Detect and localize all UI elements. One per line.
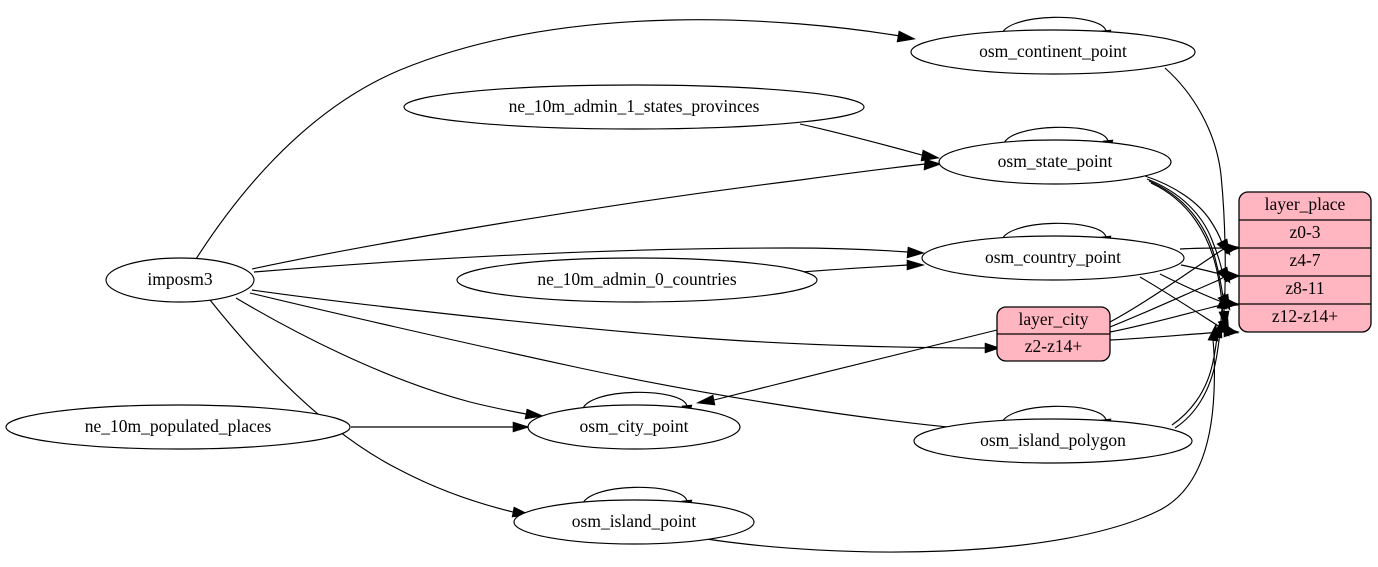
node-label-osm-island-point: osm_island_point xyxy=(572,511,697,531)
record-row-layer-place-z4-7[interactable]: z4-7 xyxy=(1289,250,1320,270)
node-ne-10m-admin-1-states-provinces[interactable]: ne_10m_admin_1_states_provinces xyxy=(403,84,865,130)
edge-osm-country-point-to-layer-place-z12 xyxy=(1139,276,1221,328)
node-label-ne-10m-admin-1-states-provinces: ne_10m_admin_1_states_provinces xyxy=(509,96,760,116)
arrowhead xyxy=(1221,272,1240,283)
arrowhead xyxy=(1207,322,1219,342)
node-label-osm-state-point: osm_state_point xyxy=(998,151,1113,171)
node-shape-osm-continent-point[interactable] xyxy=(910,29,1196,75)
node-label-osm-country-point: osm_country_point xyxy=(985,247,1121,267)
record-row-layer-city-z2-z14[interactable]: z2-z14+ xyxy=(1025,336,1083,356)
node-shape-osm-city-point[interactable] xyxy=(527,404,741,450)
edge-self-loop-osm-city-point xyxy=(581,391,688,412)
node-shape-osm-island-polygon[interactable] xyxy=(913,418,1193,464)
arrowhead xyxy=(1220,244,1240,255)
node-ne-10m-admin-0-countries[interactable]: ne_10m_admin_0_countries xyxy=(456,257,818,303)
node-shape-ne-10m-admin-0-countries[interactable] xyxy=(456,257,818,303)
node-label-imposm3: imposm3 xyxy=(147,269,212,289)
edge-osm-country-point-to-layer-place-z4-7 xyxy=(1180,264,1225,276)
node-label-osm-city-point: osm_city_point xyxy=(580,416,689,436)
arrowhead xyxy=(906,259,926,271)
arrowhead xyxy=(920,149,940,162)
edge-ne-states-provinces-to-osm-state-point xyxy=(799,123,923,156)
record-row-layer-city-header: layer_city xyxy=(1019,309,1089,329)
edge-imposm3-to-osm-state-point xyxy=(251,163,926,270)
edge-imposm3-to-osm-continent-point xyxy=(195,19,901,260)
record-row-layer-place-z8-11[interactable]: z8-11 xyxy=(1285,278,1324,298)
record-row-layer-place-z12-z14[interactable]: z12-z14+ xyxy=(1272,306,1338,326)
node-shape-osm-country-point[interactable] xyxy=(921,235,1185,281)
node-label-osm-island-polygon: osm_island_polygon xyxy=(980,430,1126,450)
node-osm-island-polygon[interactable]: osm_island_polygon xyxy=(913,418,1193,464)
edge-imposm3-to-osm-city-point xyxy=(235,297,527,415)
edge-osm-state-point-to-layer-place-z8-11 xyxy=(1148,180,1224,298)
record-row-layer-place-header: layer_place xyxy=(1265,194,1346,214)
node-shape-imposm3[interactable] xyxy=(105,257,255,303)
edge-layer-city-to-layer-place-z0-3 xyxy=(1109,248,1225,323)
record-node-layer-place[interactable]: layer_place z0-3 z4-7 z8-11 z12-z14+ xyxy=(1238,191,1372,333)
node-label-ne-10m-admin-0-countries: ne_10m_admin_0_countries xyxy=(537,269,736,289)
edge-layer-city-to-layer-place-z12 xyxy=(1109,331,1225,341)
arrowhead xyxy=(984,342,1001,354)
edge-self-loop-osm-country-point xyxy=(1000,222,1107,243)
edge-osm-continent-point-to-layer-place-z12 xyxy=(1164,67,1226,313)
node-imposm3[interactable]: imposm3 xyxy=(105,257,255,303)
arrowhead xyxy=(906,246,925,259)
edge-osm-country-point-to-layer-place-z0-3 xyxy=(1179,247,1226,250)
edge-self-loop-osm-island-polygon xyxy=(1000,405,1107,426)
node-osm-city-point[interactable]: osm_city_point xyxy=(527,404,741,450)
node-ne-10m-populated-places[interactable]: ne_10m_populated_places xyxy=(5,404,351,450)
record-row-layer-place-z0-3[interactable]: z0-3 xyxy=(1289,222,1320,242)
edge-osm-state-point-to-layer-place-z4-7 xyxy=(1146,178,1223,272)
node-layer: imposm3 ne_10m_admin_1_states_provinces … xyxy=(5,29,1196,545)
edge-layer-city-to-layer-place-z4-7 xyxy=(1109,276,1225,328)
node-shape-osm-state-point[interactable] xyxy=(938,139,1172,185)
edge-ne-admin-0-countries-to-osm-country-point xyxy=(801,264,909,273)
edge-osm-country-point-to-layer-place-z8-11 xyxy=(1159,273,1223,303)
node-shape-ne-10m-populated-places[interactable] xyxy=(5,404,351,450)
arrowhead xyxy=(923,158,942,171)
edge-layer-city-to-osm-city-point xyxy=(713,329,998,401)
node-shape-osm-island-point[interactable] xyxy=(513,499,755,545)
arrowhead xyxy=(1216,290,1228,310)
arrowhead xyxy=(896,30,916,43)
edge-self-loop-osm-continent-point xyxy=(1000,16,1107,37)
arrowhead xyxy=(512,421,531,433)
edge-self-loop-osm-island-point xyxy=(581,486,688,507)
edge-imposm3-to-osm-island-point xyxy=(209,299,514,513)
node-osm-continent-point[interactable]: osm_continent_point xyxy=(910,29,1196,75)
edge-osm-island-polygon-to-layer-place-z12 xyxy=(1171,336,1218,426)
node-osm-state-point[interactable]: osm_state_point xyxy=(938,139,1172,185)
edge-imposm3-to-osm-island-polygon xyxy=(249,292,969,430)
node-osm-country-point[interactable]: osm_country_point xyxy=(921,235,1185,281)
node-label-osm-continent-point: osm_continent_point xyxy=(979,41,1127,61)
edge-osm-state-point-to-layer-place-z0-3 xyxy=(1144,175,1223,244)
record-node-layer-city[interactable]: layer_city z2-z14+ xyxy=(996,306,1111,362)
arrowhead xyxy=(695,394,716,406)
record-node-layer: layer_city z2-z14+ layer_place z0-3 z4-7… xyxy=(996,191,1372,362)
edge-layer xyxy=(195,16,1241,553)
edge-osm-island-point-to-layer-place-z12 xyxy=(699,339,1215,553)
arrowhead xyxy=(524,408,545,420)
edge-imposm3-to-layer-city xyxy=(251,289,986,349)
node-osm-island-point[interactable]: osm_island_point xyxy=(513,499,755,545)
node-label-ne-10m-populated-places: ne_10m_populated_places xyxy=(85,416,272,436)
node-shape-ne-10m-admin-1-states-provinces[interactable] xyxy=(403,84,865,130)
edge-imposm3-to-osm-country-point xyxy=(253,247,909,273)
edge-self-loop-osm-state-point xyxy=(1002,126,1109,147)
record-box-layer-place[interactable] xyxy=(1238,191,1372,333)
arrowhead xyxy=(1223,326,1240,338)
